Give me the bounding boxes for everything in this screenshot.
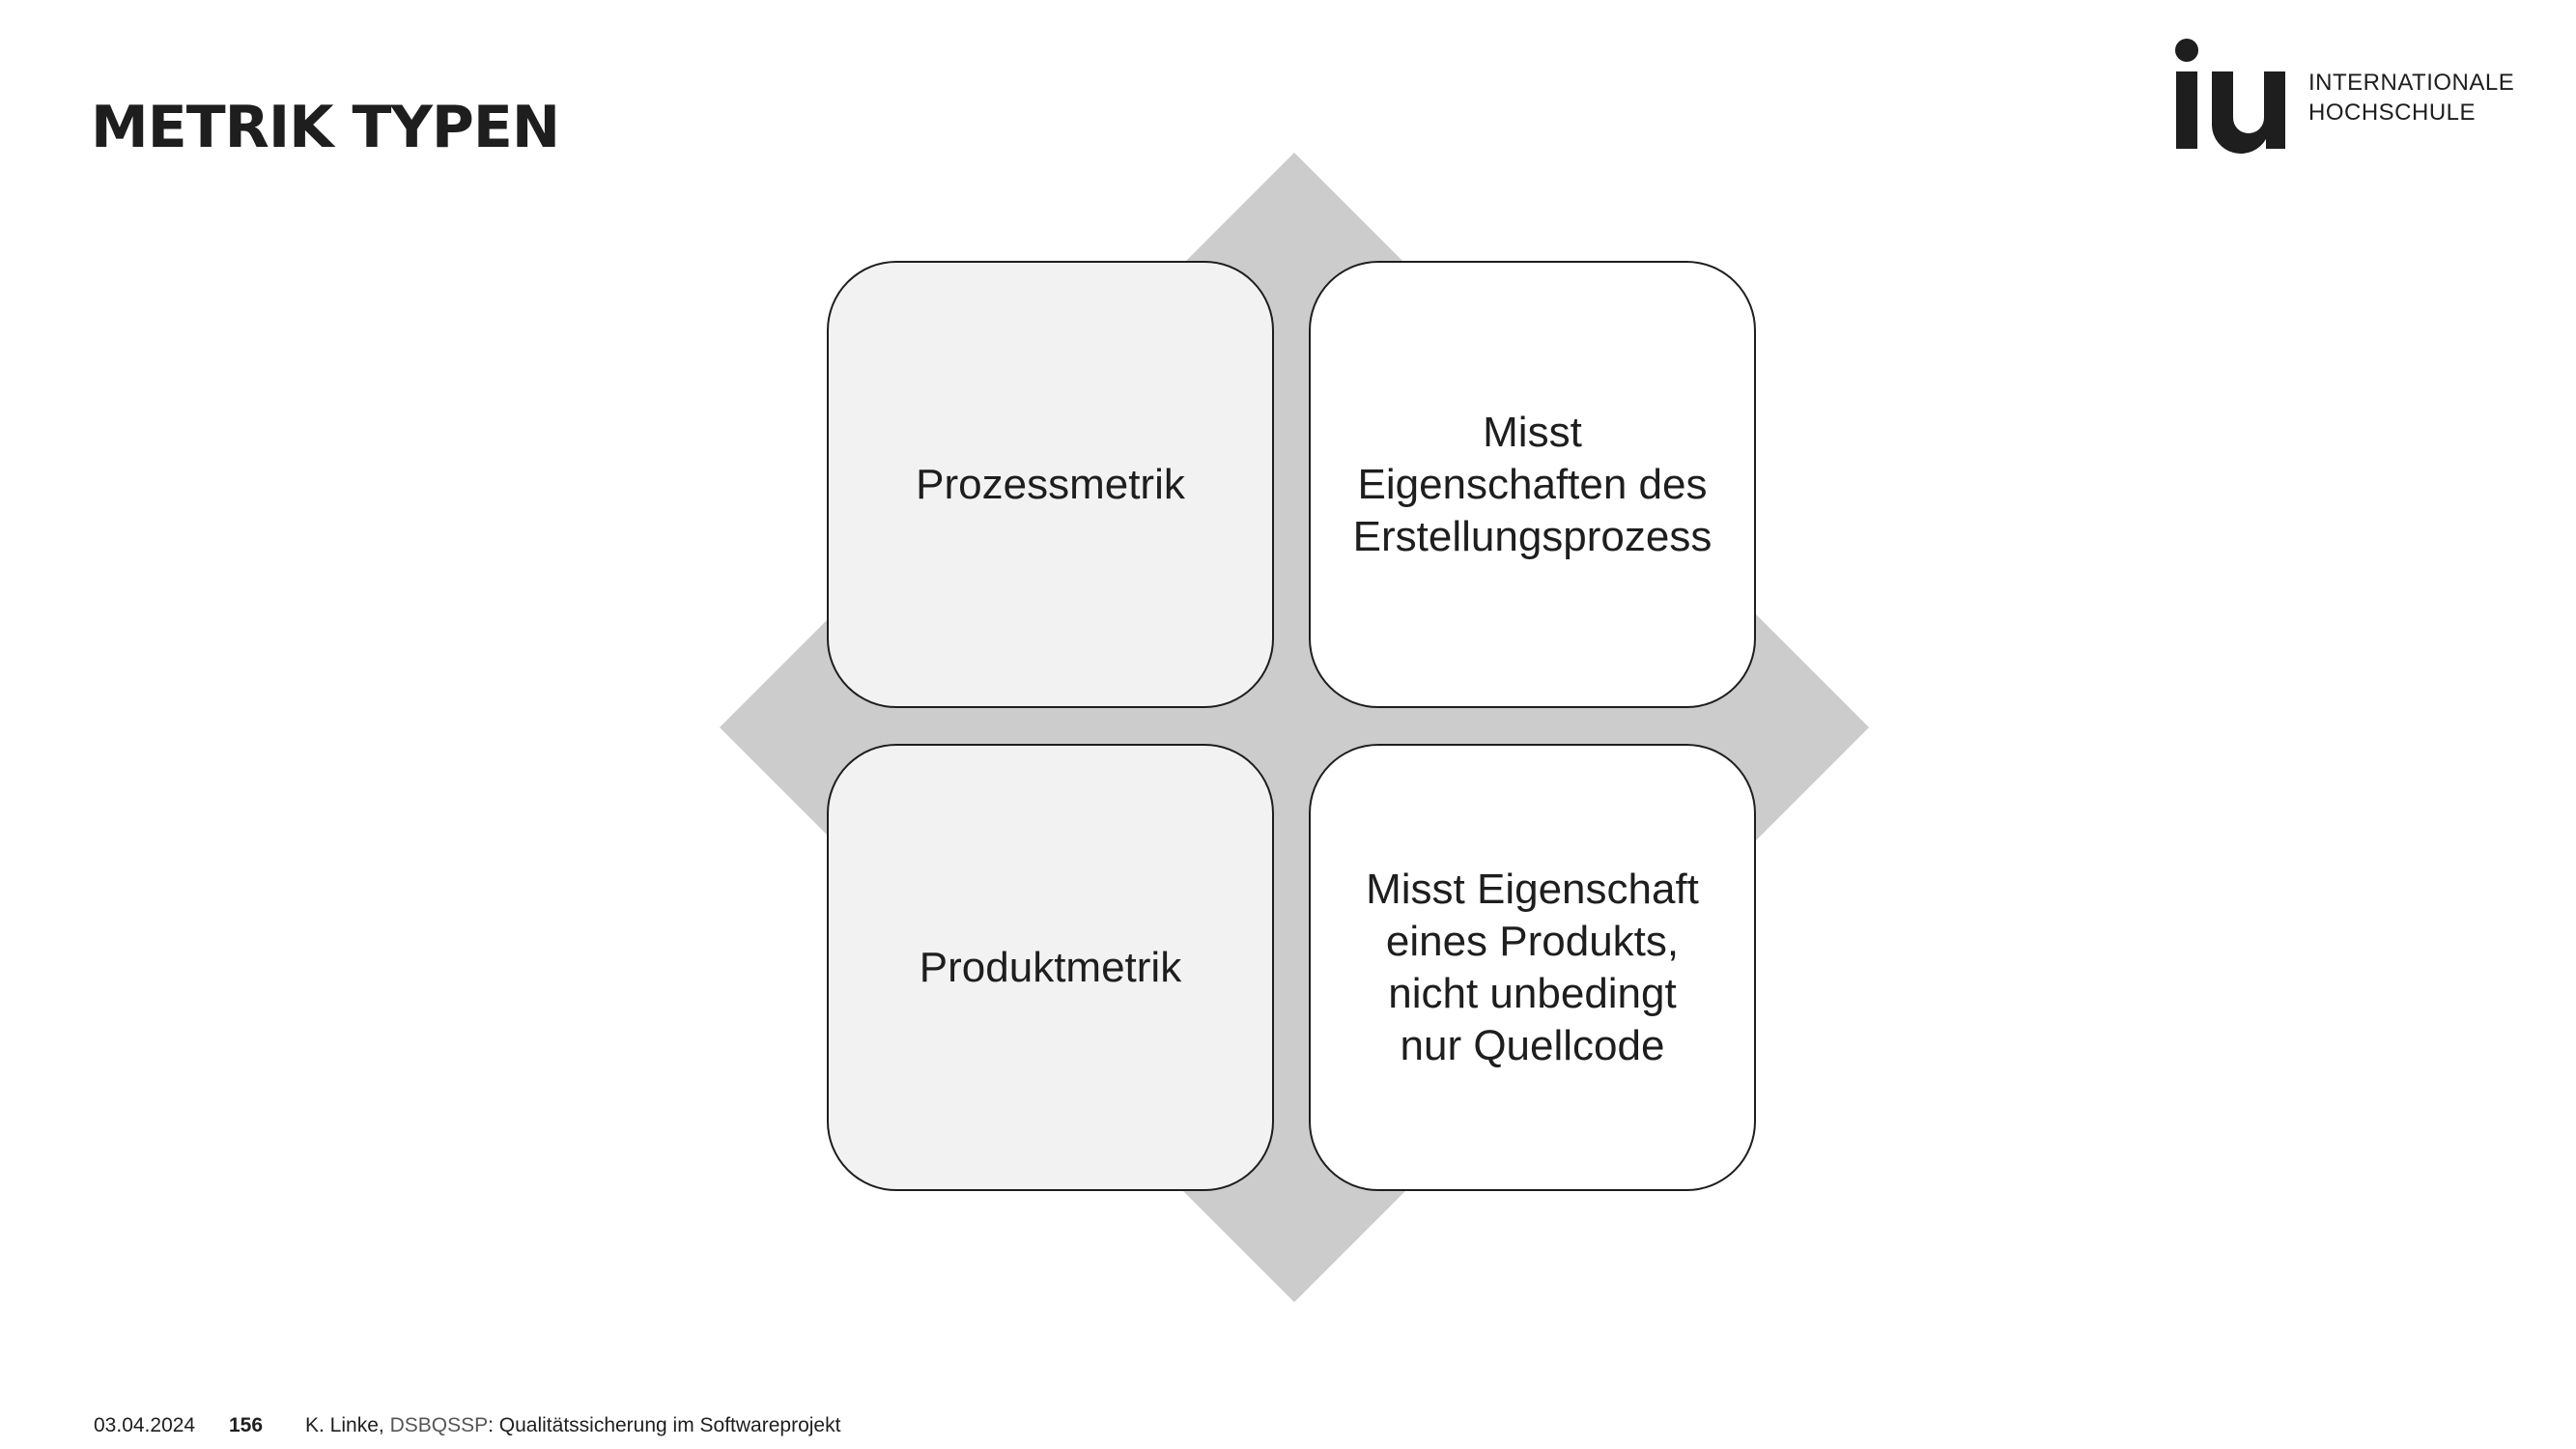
product-metric-description-box: Misst Eigenschaft eines Produkts, nicht … <box>1309 744 1756 1191</box>
process-metric-label: Prozessmetrik <box>916 460 1185 508</box>
logo-line-1: INTERNATIONALE <box>2308 70 2515 96</box>
process-metric-box: Prozessmetrik <box>827 261 1274 708</box>
footer-date: 03.04.2024 <box>94 1414 196 1436</box>
iu-logo-mark <box>2175 39 2285 155</box>
footer-author: K. Linke, <box>305 1414 390 1436</box>
process-metric-description: Misst Eigenschaften des Erstellungsproze… <box>1352 408 1713 560</box>
logo-line-2: HOCHSCHULE <box>2308 99 2477 126</box>
product-metric-description: Misst Eigenschaft eines Produkts, nicht … <box>1366 865 1699 1069</box>
footer-course-code: DSBQSSP <box>389 1414 489 1436</box>
product-metric-box: Produktmetrik <box>827 744 1274 1191</box>
footer: 03.04.2024 156 K. Linke, DSBQSSP: Qualität… <box>94 1414 840 1437</box>
logo-text: INTERNATIONALE HOCHSCHULE <box>2308 68 2514 128</box>
footer-page-number: 156 <box>229 1414 264 1436</box>
footer-course-title: : Qualitätssicherung im Softwareprojekt <box>488 1414 841 1436</box>
iu-logo: INTERNATIONALE HOCHSCHULE <box>2173 39 2521 155</box>
page-title: METRIK TYPEN <box>91 94 560 161</box>
process-metric-description-box: Misst Eigenschaften des Erstellungsproze… <box>1309 261 1756 708</box>
product-metric-label: Produktmetrik <box>919 943 1182 991</box>
